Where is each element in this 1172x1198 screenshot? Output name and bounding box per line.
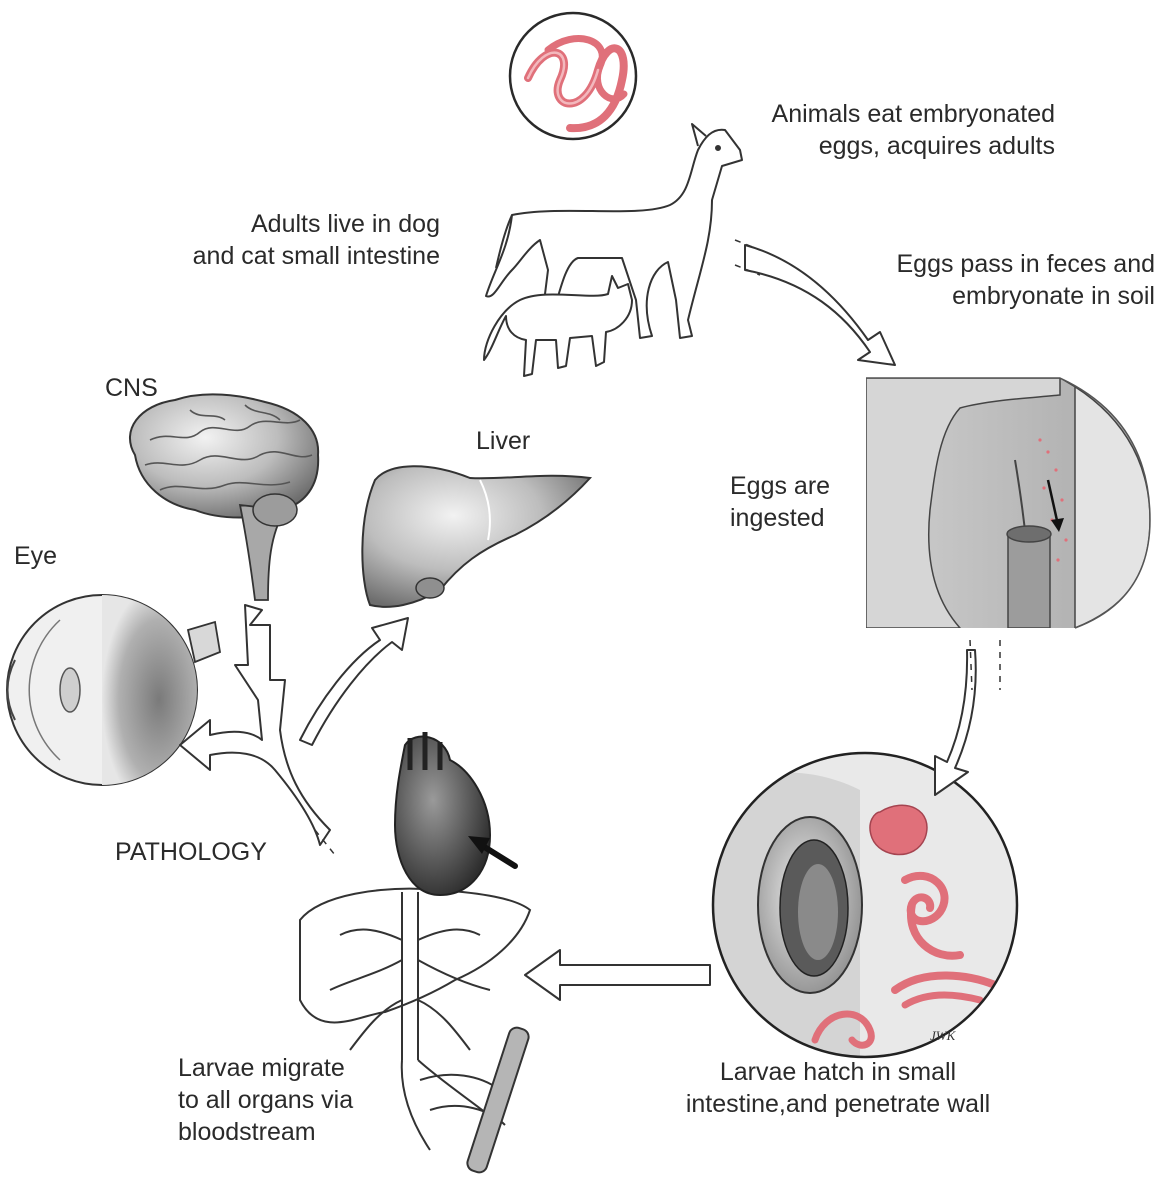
liver-icon xyxy=(362,466,590,607)
eye-icon xyxy=(7,595,220,785)
arrow-icon xyxy=(525,950,710,1000)
head-throat-icon xyxy=(866,378,1156,630)
liver-outline xyxy=(300,889,530,1023)
label-cns: CNS xyxy=(105,372,158,404)
label-eye: Eye xyxy=(14,540,57,572)
arrow-icon xyxy=(935,650,976,795)
label-larvae-hatch: Larvae hatch in small intestine,and pene… xyxy=(648,1056,1028,1120)
artist-signature: JWK xyxy=(930,1028,957,1043)
label-pathology: PATHOLOGY xyxy=(115,836,267,868)
label-eggs-pass: Eggs pass in feces and embryonate in soi… xyxy=(830,248,1155,312)
larva-1 xyxy=(870,805,927,854)
intestine-icon: JWK xyxy=(700,750,1030,1070)
label-adults-live: Adults live in dog and cat small intesti… xyxy=(140,208,440,272)
brain-icon xyxy=(130,394,318,600)
label-eggs-ingested: Eggs are ingested xyxy=(730,470,870,534)
arrow-icon xyxy=(300,618,408,745)
label-animals-eat: Animals eat embryonated eggs, acquires a… xyxy=(700,98,1055,162)
label-larvae-migrate: Larvae migrate to all organs via bloodst… xyxy=(178,1052,398,1148)
adult-worm-inset xyxy=(510,13,636,139)
heart-icon xyxy=(395,732,490,895)
label-liver: Liver xyxy=(476,425,530,457)
